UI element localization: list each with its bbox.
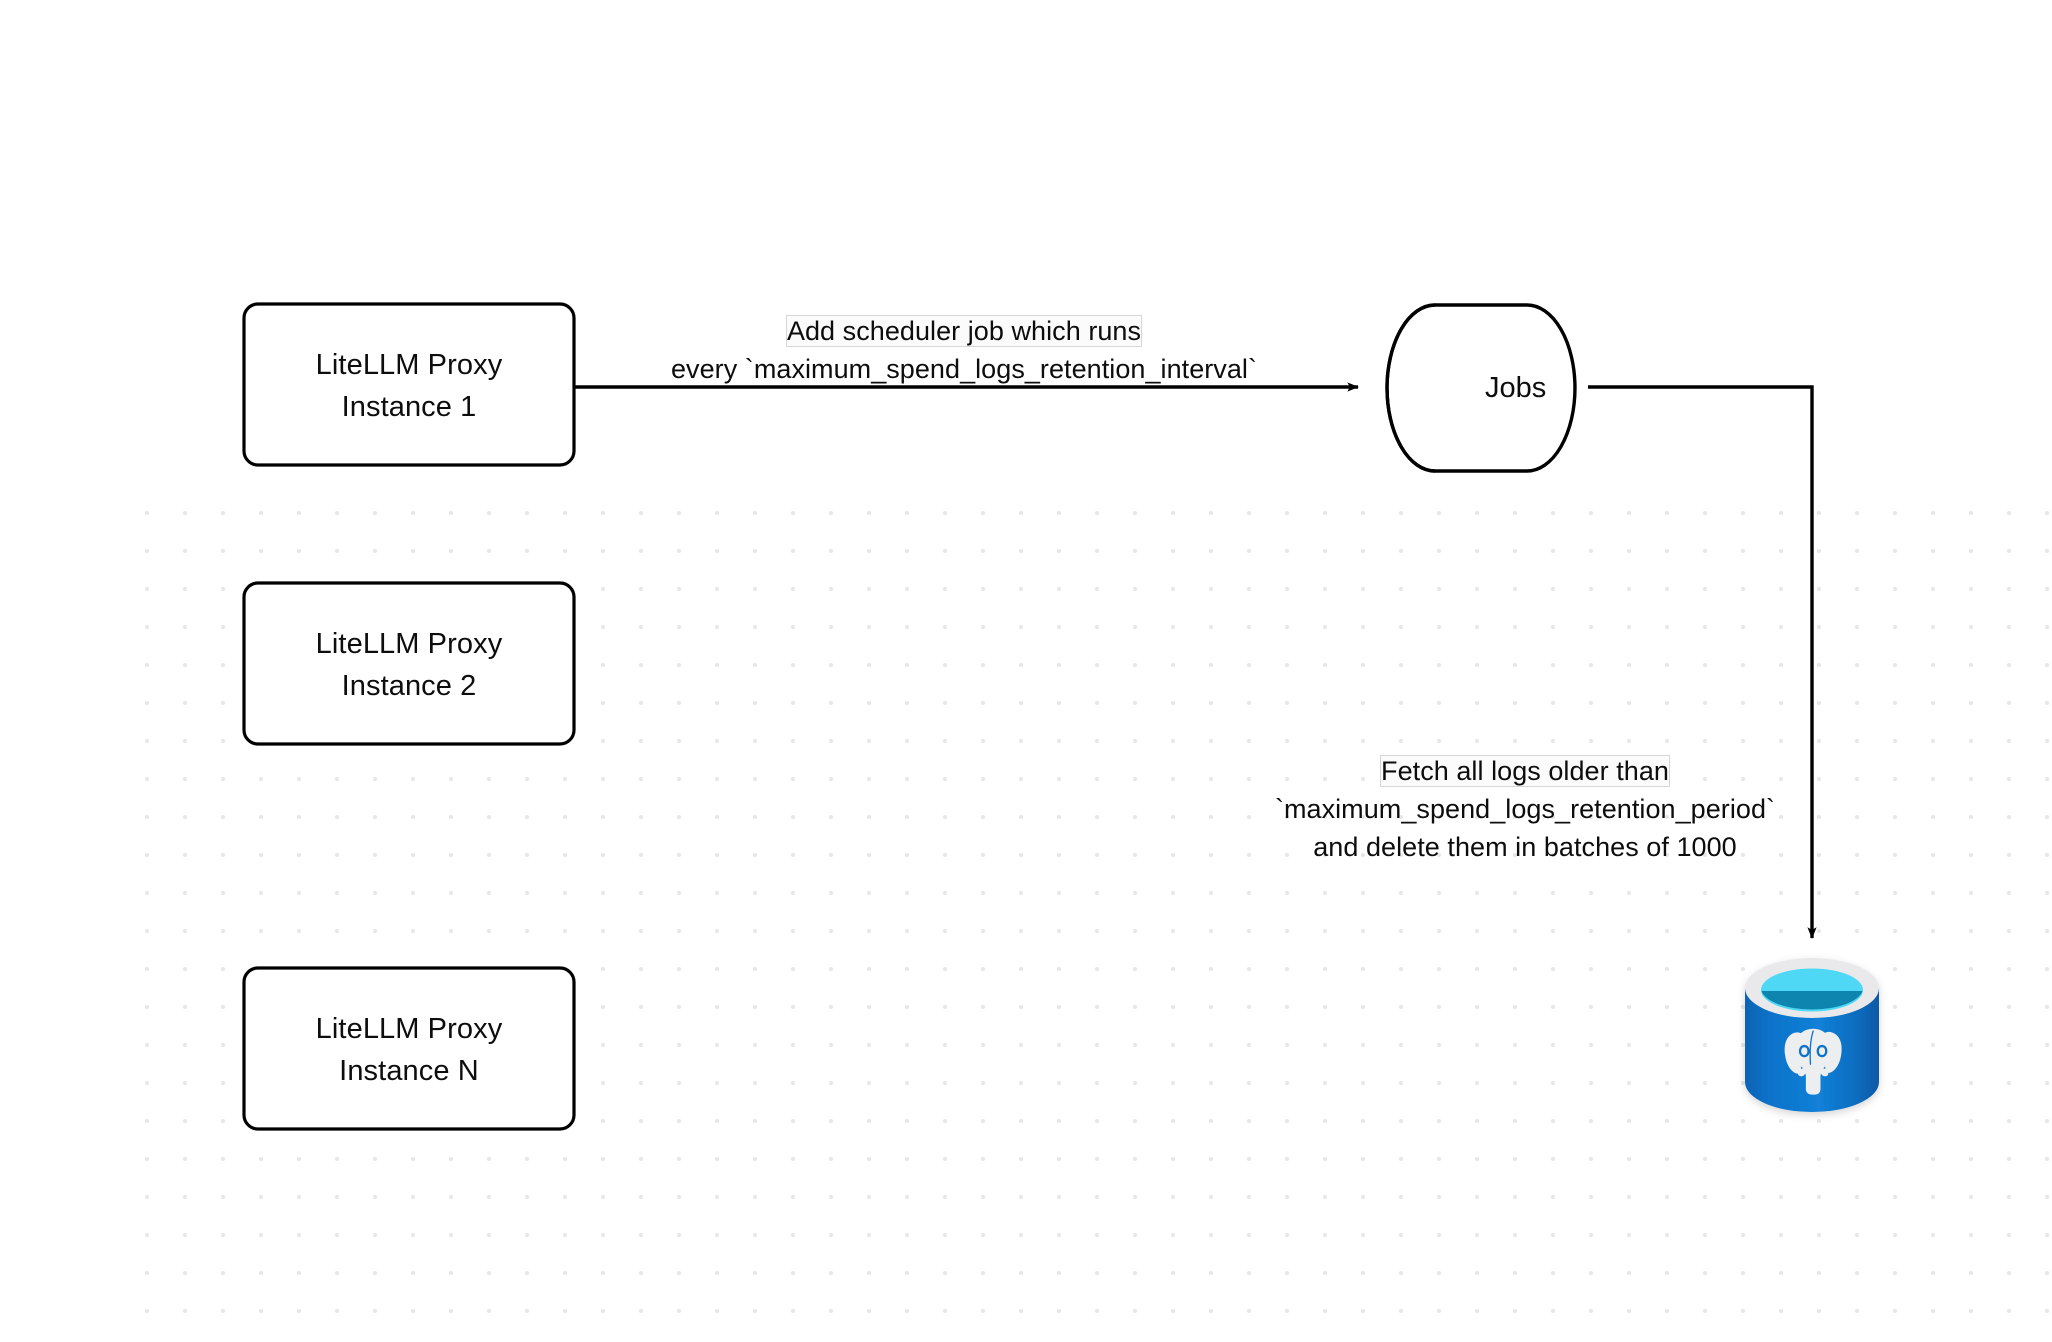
jobs-cylinder-label: Jobs bbox=[1485, 372, 1547, 404]
proxy-instance-n-line2: Instance N bbox=[339, 1055, 479, 1087]
edge-cleanup-label-line3: and delete them in batches of 1000 bbox=[1313, 832, 1737, 862]
proxy-instance-1-line2: Instance 1 bbox=[341, 391, 477, 423]
edge-cleanup-label-line2: `maximum_spend_logs_retention_period` bbox=[1274, 794, 1776, 824]
proxy-instance-n-shape[interactable] bbox=[242, 966, 576, 1131]
proxy-instance-1-line1: LiteLLM Proxy bbox=[315, 349, 503, 381]
proxy-instance-n-line1: LiteLLM Proxy bbox=[315, 1013, 503, 1045]
proxy-instance-1-shape[interactable] bbox=[242, 302, 576, 467]
edge-cleanup-line bbox=[1588, 385, 1817, 939]
edge-scheduler-label-line2: every `maximum_spend_logs_retention_inte… bbox=[670, 354, 1258, 384]
edge-cleanup-label: Fetch all logs older than `maximum_spend_… bbox=[1258, 752, 1792, 866]
proxy-instance-2-shape[interactable] bbox=[242, 581, 576, 746]
proxy-instance-2-line1: LiteLLM Proxy bbox=[315, 628, 503, 660]
edge-cleanup-label-line1: Fetch all logs older than bbox=[1380, 755, 1670, 787]
jobs-cylinder-shape[interactable] bbox=[1385, 303, 1577, 473]
postgresql-elephant-icon bbox=[1784, 1028, 1842, 1095]
proxy-instance-2-line2: Instance 2 bbox=[341, 670, 477, 702]
edge-scheduler-label-line1: Add scheduler job which runs bbox=[785, 315, 1143, 347]
edge-scheduler-label: Add scheduler job which runs every `maxim… bbox=[592, 312, 1336, 388]
